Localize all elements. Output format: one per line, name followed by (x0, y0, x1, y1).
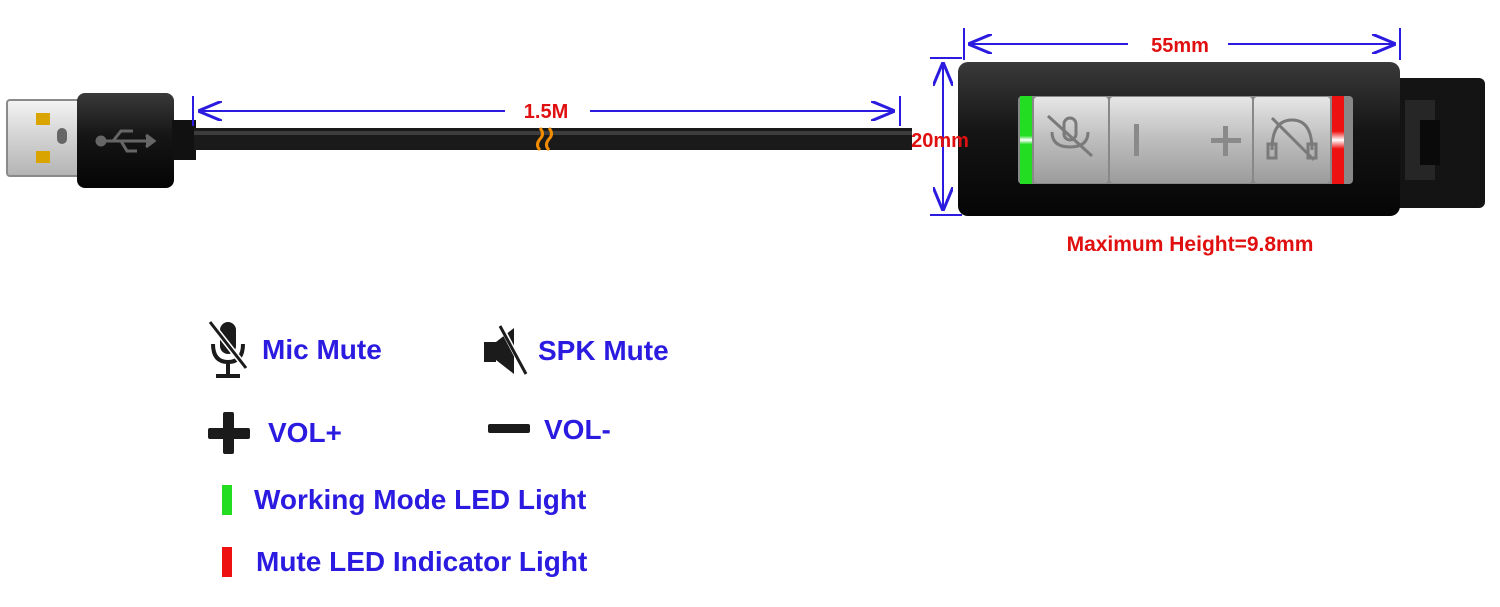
legend-mute-led: Mute LED Indicator Light (222, 546, 587, 578)
usb-plug (6, 93, 196, 188)
legend-working-led: Working Mode LED Light (222, 484, 586, 516)
mic-mute-icon (1046, 114, 1094, 158)
legend-spk-mute-label: SPK Mute (538, 335, 669, 366)
volume-rocker (1110, 97, 1252, 183)
plus-icon (208, 412, 250, 454)
legend-vol-up-label: VOL+ (268, 417, 342, 448)
cable-length-label: 1.5M (524, 101, 568, 123)
speaker-mute-icon (1266, 116, 1318, 162)
legend-vol-up: VOL+ (206, 410, 342, 456)
box-width-label: 55mm (1151, 35, 1209, 57)
legend-mute-led-label: Mute LED Indicator Light (256, 546, 588, 577)
red-led-swatch (222, 547, 232, 577)
legend-mic-mute: Mic Mute (204, 318, 382, 382)
green-led-swatch (222, 485, 232, 515)
box-width-dimension (963, 28, 1401, 60)
mic-mute-icon (207, 320, 249, 378)
usb-icon (95, 129, 157, 153)
speaker-mute-icon (484, 325, 529, 376)
legend-vol-down: VOL- (486, 412, 611, 448)
box-height-dimension (930, 57, 962, 216)
control-box (958, 62, 1485, 216)
box-height-label: 20mm (911, 130, 969, 152)
legend-mic-mute-label: Mic Mute (262, 334, 382, 365)
cable-break-mark (536, 127, 553, 152)
minus-icon (1134, 124, 1139, 156)
max-height-label: Maximum Height=9.8mm (1067, 233, 1314, 256)
minus-icon (488, 424, 530, 433)
legend-vol-down-label: VOL- (544, 414, 611, 445)
plus-icon (1211, 126, 1241, 156)
working-led (1020, 96, 1032, 184)
legend-working-led-label: Working Mode LED Light (254, 484, 587, 515)
cable-length-dimension (192, 96, 901, 126)
legend-spk-mute: SPK Mute (482, 324, 669, 378)
mute-led (1332, 96, 1344, 184)
